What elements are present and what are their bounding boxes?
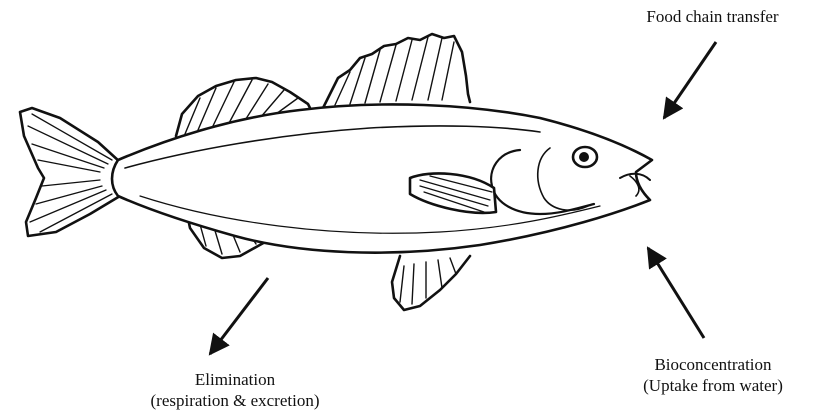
food-chain-label: Food chain transfer (600, 6, 825, 27)
fish-line-drawing-icon (20, 34, 652, 310)
bioconcentration-subtext: (Uptake from water) (595, 375, 831, 396)
uptake-arrow (648, 248, 704, 338)
elimination-text: Elimination (95, 369, 375, 390)
food-chain-text: Food chain transfer (646, 7, 778, 26)
elimination-subtext: (respiration & excretion) (95, 390, 375, 411)
food-chain-arrow (664, 42, 716, 118)
bioconcentration-label: Bioconcentration (Uptake from water) (595, 354, 831, 396)
bioconcentration-text: Bioconcentration (595, 354, 831, 375)
elimination-arrow (210, 278, 268, 354)
elimination-label: Elimination (respiration & excretion) (95, 369, 375, 411)
